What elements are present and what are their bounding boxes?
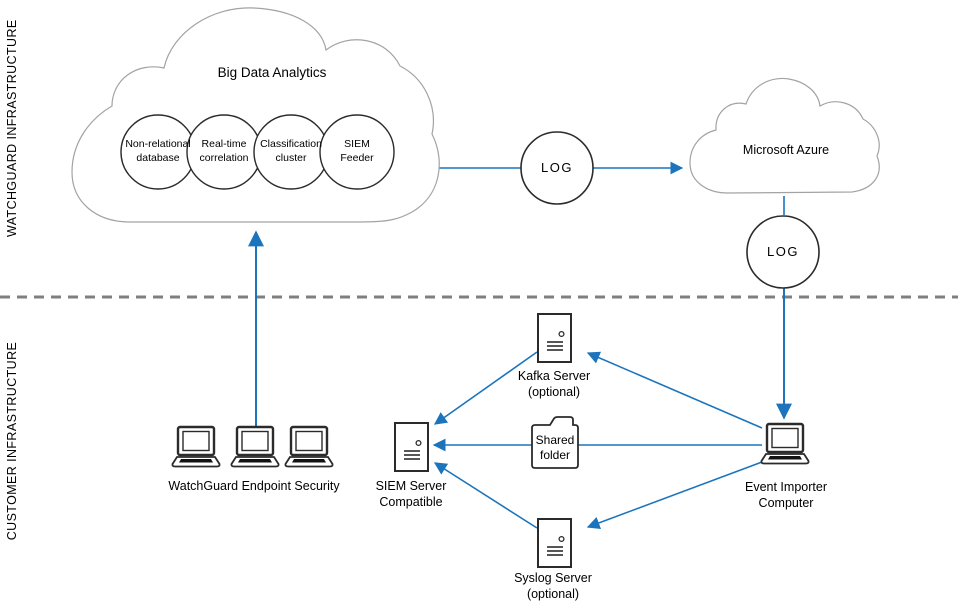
laptop-icon-endpoint-2 bbox=[230, 425, 280, 468]
azure-cloud-label: Microsoft Azure bbox=[742, 143, 830, 157]
laptop-icon-event-importer bbox=[760, 422, 810, 465]
server-icon-siem bbox=[394, 422, 429, 472]
kafka-server-label: Kafka Server (optional) bbox=[517, 369, 591, 399]
node-label-non-relational-database: Non-relational database bbox=[125, 138, 191, 164]
zone-label-customer-infrastructure: CUSTOMER INFRASTRUCTURE bbox=[5, 341, 19, 541]
log-label-top: LOG bbox=[541, 160, 573, 175]
server-icon-syslog bbox=[537, 518, 572, 568]
log-circle-right bbox=[746, 215, 820, 289]
big-data-cloud-title: Big Data Analytics bbox=[217, 65, 327, 80]
arrow-event-importer-to-syslog bbox=[586, 461, 763, 529]
big-data-cloud-shape bbox=[71, 7, 440, 223]
log-circle-top bbox=[520, 131, 594, 205]
arrow-syslog-to-siem bbox=[433, 462, 538, 529]
endpoint-laptops-label: WatchGuard Endpoint Security bbox=[168, 479, 340, 493]
arrow-event-importer-to-kafka bbox=[586, 351, 763, 429]
siem-server-label: SIEM Server Compatible bbox=[375, 479, 447, 509]
node-label-siem-feeder: SIEM Feeder bbox=[340, 138, 374, 164]
shared-folder-label: Shared folder bbox=[535, 433, 575, 462]
node-label-real-time-correlation: Real-time correlation bbox=[199, 138, 249, 164]
arrow-kafka-to-siem bbox=[433, 351, 538, 425]
node-circle-siem-feeder bbox=[319, 114, 395, 190]
node-label-classification-cluster: Classification cluster bbox=[260, 138, 322, 164]
zone-label-watchguard-infrastructure: WATCHGUARD INFRASTRUCTURE bbox=[5, 19, 19, 237]
server-icon-kafka bbox=[537, 313, 572, 363]
laptop-icon-endpoint-3 bbox=[284, 425, 334, 468]
syslog-server-label: Syslog Server (optional) bbox=[514, 571, 592, 601]
log-label-right: LOG bbox=[767, 244, 799, 259]
azure-cloud-shape bbox=[689, 77, 880, 194]
laptop-icon-endpoint-1 bbox=[171, 425, 221, 468]
folder-icon-shared bbox=[531, 416, 579, 469]
event-importer-label: Event Importer Computer bbox=[745, 480, 827, 510]
